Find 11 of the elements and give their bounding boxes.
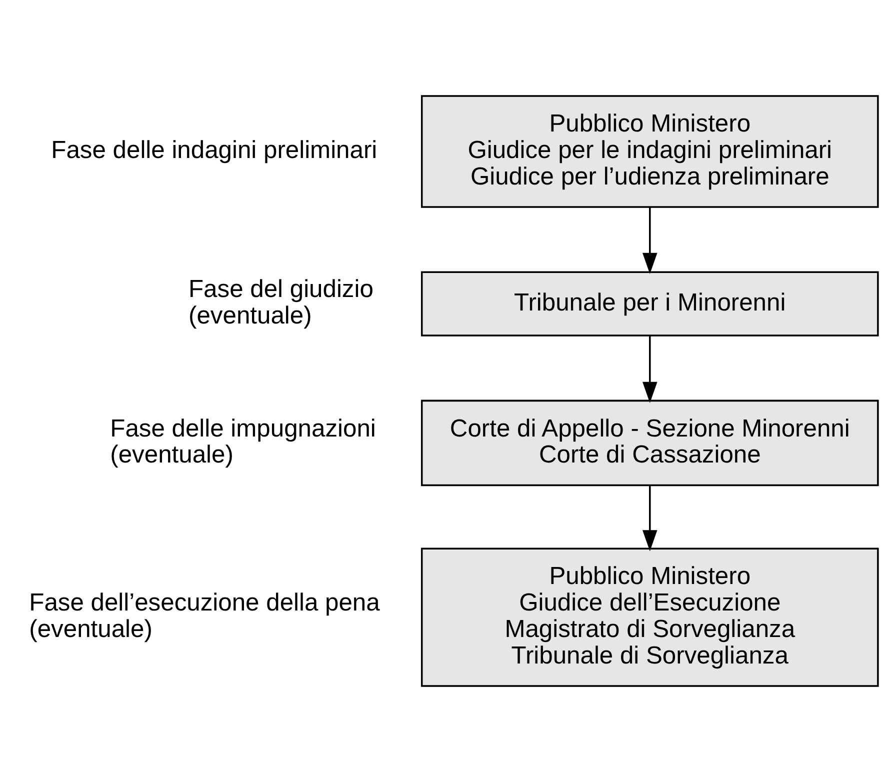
node-box: Pubblico Ministero Giudice per le indagini preliminari Giudice per l’udienza preliminare	[420, 94, 879, 208]
arrow	[642, 486, 658, 551]
node-box: Corte di Appello - Sezione Minorenni Corte di Cassazione	[420, 399, 879, 486]
node-box: Pubblico Ministero Giudice dell’Esecuzione Magistrato di Sorveglianza Tribunale di Sorveglianza	[420, 547, 879, 686]
node-label: Fase delle indagini preliminari	[51, 136, 378, 164]
node-label: Fase del giudizio (eventuale)	[188, 276, 374, 330]
arrow	[642, 206, 658, 274]
arrow	[642, 335, 658, 403]
node-label: Fase dell’esecuzione della pena (eventuale)	[29, 589, 380, 642]
node-box: Tribunale per i Minorenni	[420, 270, 879, 336]
node-label: Fase delle impugnazioni (eventuale)	[110, 414, 376, 468]
